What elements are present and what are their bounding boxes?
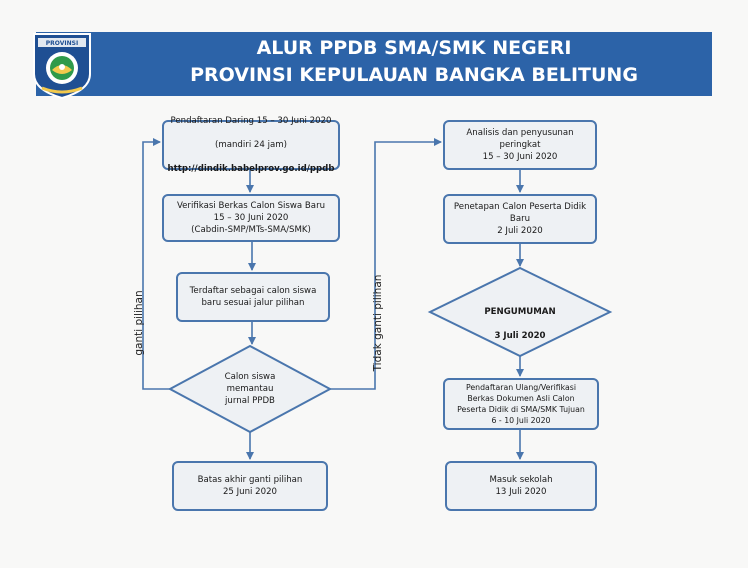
decision-diamond [167,344,333,434]
arrow-forward [330,138,442,390]
title-line-2: PROVINSI KEPULAUAN BANGKA BELITUNG [190,64,638,86]
step-change-deadline: Batas akhir ganti pilihan 25 Juni 2020 [172,461,328,511]
step-school-start: Masuk sekolah 13 Juli 2020 [445,461,597,511]
step-online-registration-line1: Pendaftaran Daring 15 – 30 Juni 2020 [170,116,332,126]
step-online-registration-line2: (mandiri 24 jam) [215,140,287,150]
forward-label: Tidak ganti pilihan [372,274,384,372]
step-candidate-determination: Penetapan Calon Peserta Didik Baru 2 Jul… [443,194,597,244]
decision-text: Calon siswa memantau jurnal PPDB [224,372,276,406]
title-banner: ALUR PPDB SMA/SMK NEGERI PROVINSI KEPULA… [36,32,712,96]
arrow-loop-back [142,138,170,390]
registration-url: http://dindik.babelprov.go.id/ppdb [167,164,335,174]
step-registered-candidate: Terdaftar sebagai calon siswa baru sesua… [176,272,330,322]
announcement-date: 3 Juli 2020 [494,331,546,341]
announcement-text: PENGUMUMAN 3 Juli 2020 [460,294,580,354]
announcement-diamond [427,266,613,358]
announcement-title: PENGUMUMAN [484,307,556,317]
logo-label: PROVINSI [46,40,78,47]
province-crest-icon: PROVINSI [33,33,91,100]
step-online-registration: Pendaftaran Daring 15 – 30 Juni 2020 (ma… [162,116,340,174]
step-re-registration: Pendaftaran Ulang/Verifikasi Berkas Doku… [443,378,599,430]
loop-back-label: ganti pilihan [133,290,145,356]
step-document-verification: Verifikasi Berkas Calon Siswa Baru 15 – … [162,194,340,242]
step-ranking-analysis: Analisis dan penyusunan peringkat 15 – 3… [443,120,597,170]
title-line-1: ALUR PPDB SMA/SMK NEGERI [256,37,572,59]
